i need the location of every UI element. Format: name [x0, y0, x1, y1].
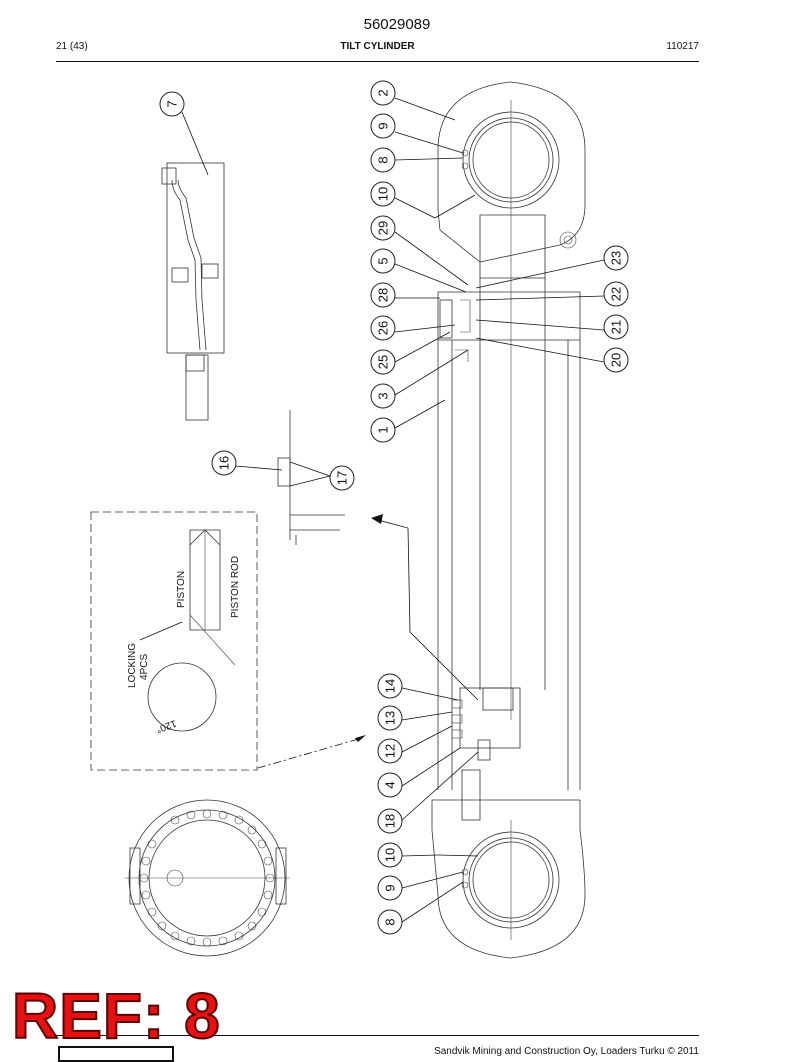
locking-detail-box	[90, 511, 258, 771]
svg-text:17: 17	[335, 471, 350, 485]
svg-text:1: 1	[376, 426, 391, 433]
svg-text:4: 4	[383, 781, 398, 788]
balloon-29: 29	[370, 215, 396, 241]
flange-end-view	[125, 799, 290, 957]
svg-text:7: 7	[165, 100, 180, 107]
svg-text:23: 23	[609, 251, 624, 265]
balloon-1: 1	[370, 417, 396, 443]
ref-stamp: REF: 8	[11, 980, 221, 1052]
locking-label: LOCKING	[127, 643, 138, 688]
piston	[451, 687, 521, 821]
balloon-8-top: 8	[370, 147, 396, 173]
svg-text:28: 28	[376, 288, 391, 302]
balloon-26: 26	[370, 315, 396, 341]
copyright-text: Sandvik Mining and Construction Oy, Load…	[434, 1046, 699, 1057]
bolt-circle	[139, 809, 275, 947]
svg-text:21: 21	[609, 320, 624, 334]
header-divider	[56, 61, 699, 62]
seal-detail	[277, 410, 345, 545]
balloon-23: 23	[603, 245, 629, 271]
balloon-7: 7	[159, 91, 185, 117]
leader-lines	[181, 97, 605, 923]
svg-text:10: 10	[376, 187, 391, 201]
piston-label: PISTON	[176, 571, 187, 608]
balloon-17: 17	[329, 465, 355, 491]
svg-text:13: 13	[383, 711, 398, 725]
balloon-16: 16	[211, 450, 237, 476]
balloon-9-bottom: 9	[377, 875, 403, 901]
balloon-21: 21	[603, 314, 629, 340]
balloon-8-bottom: 8	[377, 909, 403, 935]
svg-text:9: 9	[383, 884, 398, 891]
svg-text:3: 3	[376, 392, 391, 399]
piston-rod-label: PISTON ROD	[230, 556, 241, 618]
balloon-5: 5	[370, 248, 396, 274]
svg-text:29: 29	[376, 221, 391, 235]
page-number: 21 (43)	[56, 41, 88, 52]
balloon-9-top: 9	[370, 113, 396, 139]
revision-code: 110217	[666, 41, 699, 52]
page-header: 21 (43) TILT CYLINDER 110217	[56, 41, 699, 55]
svg-text:8: 8	[376, 156, 391, 163]
pipe-detail	[161, 162, 225, 421]
balloon-25: 25	[370, 349, 396, 375]
svg-text:25: 25	[376, 355, 391, 369]
svg-text:8: 8	[383, 918, 398, 925]
page-title: TILT CYLINDER	[340, 41, 415, 52]
svg-text:16: 16	[217, 456, 232, 470]
balloon-13: 13	[377, 705, 403, 731]
footer-divider	[56, 1035, 699, 1036]
cylinder-tube	[437, 278, 581, 790]
svg-text:22: 22	[609, 287, 624, 301]
svg-text:10: 10	[383, 848, 398, 862]
balloon-28: 28	[370, 282, 396, 308]
cylinder-bottom-eye	[431, 799, 586, 959]
balloon-20: 20	[603, 347, 629, 373]
svg-text:14: 14	[383, 679, 398, 693]
svg-text:18: 18	[383, 814, 398, 828]
balloon-3: 3	[370, 383, 396, 409]
document-number: 56029089	[363, 16, 431, 33]
balloon-4: 4	[377, 772, 403, 798]
balloon-10-top: 10	[370, 181, 396, 207]
svg-text:5: 5	[376, 257, 391, 264]
pcs-label: 4PCS	[139, 654, 150, 680]
cylinder-top-eye	[437, 81, 586, 263]
svg-text:12: 12	[383, 744, 398, 758]
balloon-10-bottom: 10	[377, 842, 403, 868]
svg-text:2: 2	[376, 89, 391, 96]
svg-text:26: 26	[376, 321, 391, 335]
brand-logo	[58, 1046, 174, 1062]
balloon-12: 12	[377, 738, 403, 764]
svg-text:20: 20	[609, 353, 624, 367]
svg-text:9: 9	[376, 122, 391, 129]
balloon-14: 14	[377, 673, 403, 699]
balloon-18: 18	[377, 808, 403, 834]
angle-label: 120°	[155, 717, 178, 734]
cylinder-head	[437, 214, 581, 362]
balloon-22: 22	[603, 281, 629, 307]
balloon-2: 2	[370, 80, 396, 106]
